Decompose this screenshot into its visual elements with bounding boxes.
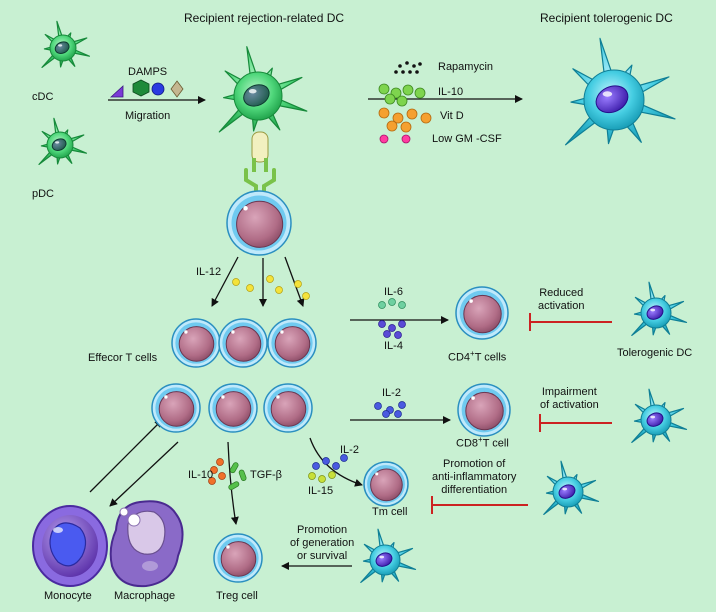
- label-il6: IL-6: [384, 286, 403, 298]
- treg-cell: [213, 533, 263, 583]
- il6-dots: [378, 298, 406, 309]
- gmcsf-dots: [379, 134, 411, 144]
- label-migration: Migration: [125, 110, 171, 122]
- inhibition-lines: [431, 313, 612, 514]
- monocyte-cell: [32, 505, 108, 587]
- tolerogenic-dc-small-2: [631, 388, 688, 443]
- macrophage-cell: [109, 500, 184, 588]
- label-effector-t-cells: Effecor T cells: [88, 352, 158, 364]
- tolerogenic-dc-small-4: [360, 528, 417, 583]
- label-damps: DAMPS: [128, 66, 168, 78]
- label-vitd: Vit D: [440, 110, 464, 122]
- cd8-t-cell: [457, 383, 511, 437]
- effector-t-cell-3: [267, 318, 317, 368]
- effector-t-cell-1: [171, 318, 221, 368]
- label-impairment-activation: Impairment of activation: [540, 386, 599, 411]
- damp-hexagon-icon: [132, 79, 150, 97]
- arrow-il12-left: [211, 256, 239, 307]
- label-il12: IL-12: [196, 266, 222, 278]
- effector-t-cell-6: [263, 383, 313, 433]
- label-cdc: cDC: [32, 91, 54, 103]
- rejection-dc-cell: [218, 46, 308, 133]
- t-cell-activated: [226, 190, 292, 256]
- tolerogenic-dc-small-3: [543, 460, 600, 515]
- title-tolerogenic-dc: Recipient tolerogenic DC: [540, 11, 673, 25]
- il4-dots: [378, 320, 406, 339]
- il2-dots-cd8: [374, 401, 406, 418]
- il10-dots: [378, 83, 426, 107]
- cdc-cell: [41, 20, 90, 68]
- label-macrophage: Macrophage: [114, 590, 176, 602]
- label-promotion-anti-inflammatory: Promotion of anti-inflammatory different…: [432, 458, 517, 496]
- vitd-dots: [378, 107, 432, 133]
- label-rapamycin: Rapamycin: [438, 61, 494, 73]
- rapamycin-dots: [394, 61, 422, 74]
- tolerogenic-dc-small-1: [631, 281, 688, 336]
- il2-il15-dots: [308, 454, 348, 483]
- label-pdc: pDC: [32, 188, 55, 200]
- label-il10-factor: IL-10: [438, 86, 464, 98]
- label-reduced-activation: Reduced activation: [538, 287, 585, 312]
- tm-cell: [363, 461, 409, 507]
- effector-t-cell-5: [208, 383, 258, 433]
- cd4-t-cell: [455, 286, 509, 340]
- damp-sphere-icon: [151, 82, 165, 96]
- damp-diamond-icon: [170, 80, 184, 98]
- title-rejection-dc: Recipient rejection-related DC: [184, 11, 345, 25]
- arrow-il12-right: [284, 256, 305, 307]
- arrow-effector-to-monocyte: [109, 441, 179, 507]
- label-il2-cd8: IL-2: [382, 387, 401, 399]
- damps-shapes: [109, 79, 184, 98]
- label-low-gmcsf: Low GM -CSF: [432, 133, 502, 145]
- il10-tgfb-glyphs: [208, 458, 247, 491]
- label-treg-cell: Treg cell: [216, 590, 258, 602]
- label-cd4-t-cells: CD4+T cells: [448, 349, 507, 364]
- label-cd8-t-cell: CD8+T cell: [456, 435, 509, 450]
- label-il10-treg: IL-10: [188, 469, 214, 481]
- label-il15: IL-15: [308, 485, 334, 497]
- arrow-to-tm: [309, 437, 363, 487]
- effector-t-cell-4: [151, 383, 201, 433]
- label-monocyte: Monocyte: [44, 590, 92, 602]
- label-tm-cell: Tm cell: [372, 506, 408, 518]
- label-tgfb: TGF-β: [250, 469, 282, 481]
- arrow-monocyte-to-effector: [89, 419, 163, 493]
- tolerogenic-dc-top: [565, 37, 676, 146]
- pdc-cell: [38, 117, 87, 165]
- label-promotion-generation: Promotion of generation or survival: [290, 524, 355, 562]
- receptor-complex: [244, 131, 276, 198]
- label-tolerogenic-dc-small: Tolerogenic DC: [617, 347, 693, 359]
- label-il4: IL-4: [384, 340, 403, 352]
- il12-dots: [232, 275, 310, 300]
- damp-triangle-icon: [109, 85, 124, 98]
- effector-t-cell-2: [218, 318, 268, 368]
- label-il2-tm: IL-2: [340, 444, 359, 456]
